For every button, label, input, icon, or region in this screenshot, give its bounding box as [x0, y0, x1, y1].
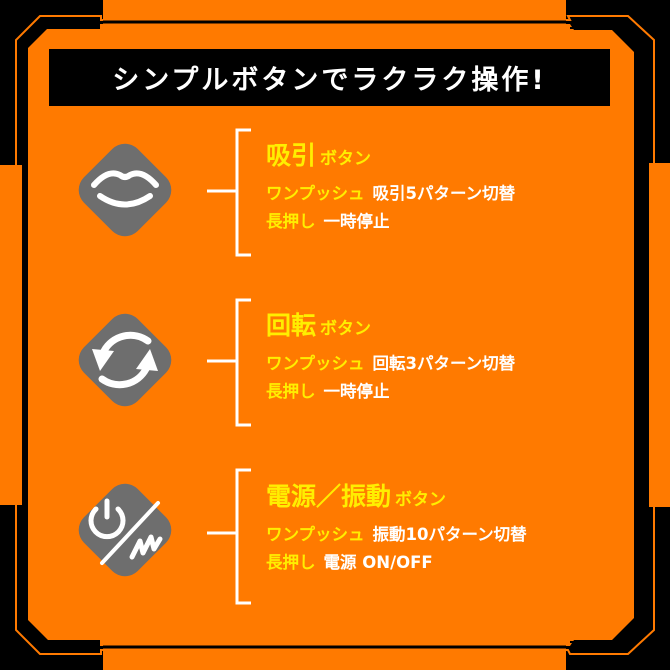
- bracket-connector-1: [207, 128, 251, 257]
- one-push-row: ワンプッシュ振動10パターン切替: [266, 525, 527, 544]
- one-push-row: ワンプッシュ吸引5パターン切替: [266, 184, 516, 203]
- lips-icon: [78, 143, 172, 237]
- long-press-row: 長押し一時停止: [266, 212, 390, 231]
- bracket-connector-2: [207, 298, 251, 427]
- rotation-button-description: 回転ボタン ワンプッシュ回転3パターン切替 長押し一時停止: [266, 311, 515, 402]
- one-push-row: ワンプッシュ回転3パターン切替: [266, 354, 516, 373]
- rotation-button-title: 回転ボタン: [266, 311, 372, 340]
- bracket-connector-3: [207, 468, 251, 605]
- long-press-row: 長押し電源 ON/OFF: [266, 553, 433, 572]
- suction-button-title: 吸引ボタン: [266, 141, 372, 170]
- power-vibration-button-icon-tile: [60, 465, 190, 595]
- suction-button-description: 吸引ボタン ワンプッシュ吸引5パターン切替 長押し一時停止: [266, 141, 515, 232]
- power-vibration-button-title: 電源／振動ボタン: [266, 482, 447, 511]
- long-press-row: 長押し一時停止: [266, 382, 390, 401]
- page-title: シンプルボタンでラクラク操作!: [112, 65, 547, 96]
- rotate-arrows-icon: [78, 313, 172, 407]
- suction-button-icon-tile: [60, 125, 190, 255]
- power-vibration-button-description: 電源／振動ボタン ワンプッシュ振動10パターン切替 長押し電源 ON/OFF: [266, 482, 527, 573]
- rotation-button-icon-tile: [60, 295, 190, 425]
- power-vibration-icon: [78, 483, 172, 577]
- header-banner: シンプルボタンでラクラク操作!: [49, 49, 610, 106]
